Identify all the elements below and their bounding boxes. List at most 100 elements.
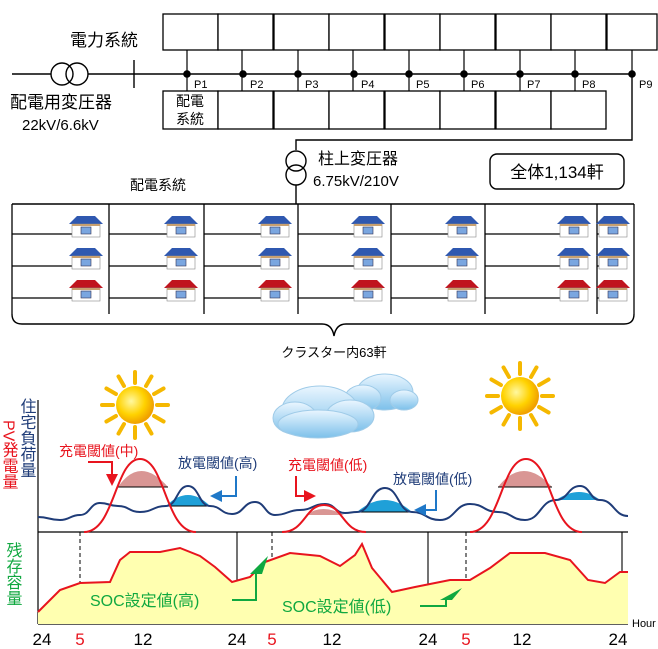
x-tick-label: 24 bbox=[228, 630, 247, 649]
feeder-box bbox=[495, 13, 552, 51]
house-icon bbox=[557, 280, 591, 302]
feeder-box bbox=[606, 13, 658, 51]
house-icon bbox=[596, 248, 630, 270]
cluster-brace bbox=[11, 313, 635, 337]
grid-node bbox=[183, 70, 191, 78]
house-icon bbox=[557, 216, 591, 238]
feeder-box bbox=[273, 13, 330, 51]
label-charge-mid: 充電閾値(中) bbox=[59, 443, 138, 459]
node-label: P1 bbox=[194, 79, 207, 91]
grid-node bbox=[516, 70, 524, 78]
house-icon bbox=[69, 216, 103, 238]
feeder-box bbox=[217, 13, 274, 51]
x-tick-label: 12 bbox=[323, 630, 342, 649]
arrow-discharge-high bbox=[220, 476, 237, 497]
discharge-fill bbox=[357, 500, 412, 512]
y-label-pv: PV発電量 bbox=[0, 420, 19, 489]
soc-area bbox=[38, 544, 628, 624]
house-clusters bbox=[11, 204, 635, 314]
y-label-soc: 残存容量 bbox=[4, 542, 23, 606]
charge-fill bbox=[306, 509, 344, 515]
distribution-transformer-icon bbox=[50, 62, 89, 86]
feeder-box bbox=[550, 90, 607, 130]
feeder-box bbox=[439, 13, 496, 51]
feeder-box bbox=[217, 90, 274, 130]
grid-node bbox=[405, 70, 413, 78]
feeder-boxes-top bbox=[162, 13, 658, 74]
house-icon bbox=[445, 216, 479, 238]
node-label: P4 bbox=[361, 79, 374, 91]
x-tick-label: 24 bbox=[33, 630, 52, 649]
charge-fill bbox=[498, 471, 552, 487]
transformer-label: 配電用変圧器 bbox=[10, 93, 112, 112]
node-label: P9 bbox=[639, 79, 652, 91]
node-label: P2 bbox=[250, 79, 263, 91]
feeder-box bbox=[328, 90, 385, 130]
house-icon bbox=[596, 280, 630, 302]
pv-curve bbox=[469, 457, 583, 533]
house-icon bbox=[164, 280, 198, 302]
pole-transformer-icon bbox=[285, 150, 307, 186]
x-tick-label: 5 bbox=[267, 630, 276, 649]
total-houses-badge bbox=[489, 153, 625, 190]
sun-icon bbox=[100, 370, 170, 440]
node-label: P6 bbox=[471, 79, 484, 91]
x-tick-label: 24 bbox=[419, 630, 438, 649]
house-icon bbox=[69, 248, 103, 270]
cloud-icon bbox=[272, 373, 419, 439]
house-icon bbox=[596, 216, 630, 238]
node-label: P5 bbox=[416, 79, 429, 91]
cluster-label: クラスター内63軒 bbox=[281, 345, 386, 360]
pole-transformer-label: 柱上変圧器 bbox=[318, 150, 398, 168]
feeder-box bbox=[550, 13, 607, 51]
house-icon bbox=[351, 248, 385, 270]
label-soc-high: SOC設定値(高) bbox=[90, 592, 199, 610]
arrow-soc-low bbox=[420, 598, 447, 607]
chart: PV発電量 住宅負荷量 残存容量 充電閾値(中) 放電閾値(高) 充電閾値(低)… bbox=[0, 398, 656, 649]
house-icon bbox=[557, 248, 591, 270]
feeder-box bbox=[162, 90, 219, 130]
house-icon bbox=[164, 248, 198, 270]
pole-transformer-voltage: 6.75kV/210V bbox=[313, 173, 399, 190]
grid-title: 電力系統 bbox=[70, 31, 138, 50]
feeder-box bbox=[162, 13, 219, 51]
grid-node bbox=[239, 70, 247, 78]
arrow-discharge-low bbox=[424, 490, 437, 511]
x-tick-label: 5 bbox=[461, 630, 470, 649]
pv-curve bbox=[83, 457, 197, 533]
feeder-box bbox=[384, 90, 441, 130]
label-discharge-low: 放電閾値(低) bbox=[393, 471, 472, 487]
feeder-box bbox=[273, 90, 330, 130]
x-tick-label: 5 bbox=[75, 630, 84, 649]
x-axis-unit: Hour bbox=[632, 618, 656, 630]
distribution-label: 配電系統 bbox=[130, 177, 186, 193]
feeder-box-label-line2: 系統 bbox=[176, 111, 204, 127]
arrow-charge-low bbox=[295, 476, 306, 497]
feeder-boxes-bottom bbox=[162, 74, 607, 130]
house-icon bbox=[445, 248, 479, 270]
arrow-soc-high bbox=[232, 572, 257, 601]
label-discharge-high: 放電閾値(高) bbox=[178, 455, 257, 471]
label-soc-low: SOC設定値(低) bbox=[282, 598, 391, 616]
charge-fill bbox=[118, 471, 168, 487]
feeder-box bbox=[328, 13, 385, 51]
y-label-load: 住宅負荷量 bbox=[18, 398, 37, 478]
discharge-fill bbox=[166, 495, 210, 506]
house-icon bbox=[445, 280, 479, 302]
grid-node bbox=[460, 70, 468, 78]
feeder-box bbox=[495, 90, 552, 130]
node-label: P7 bbox=[527, 79, 540, 91]
feeder-box-label-line1: 配電 bbox=[176, 93, 204, 109]
house-icon bbox=[351, 216, 385, 238]
feeder-box bbox=[439, 90, 496, 130]
house-icon bbox=[164, 216, 198, 238]
arrow-charge-mid bbox=[88, 461, 113, 476]
node-label: P3 bbox=[305, 79, 318, 91]
house-icon bbox=[258, 216, 292, 238]
house-icon bbox=[258, 248, 292, 270]
pv-curve bbox=[281, 503, 367, 533]
soc-line bbox=[37, 541, 628, 613]
